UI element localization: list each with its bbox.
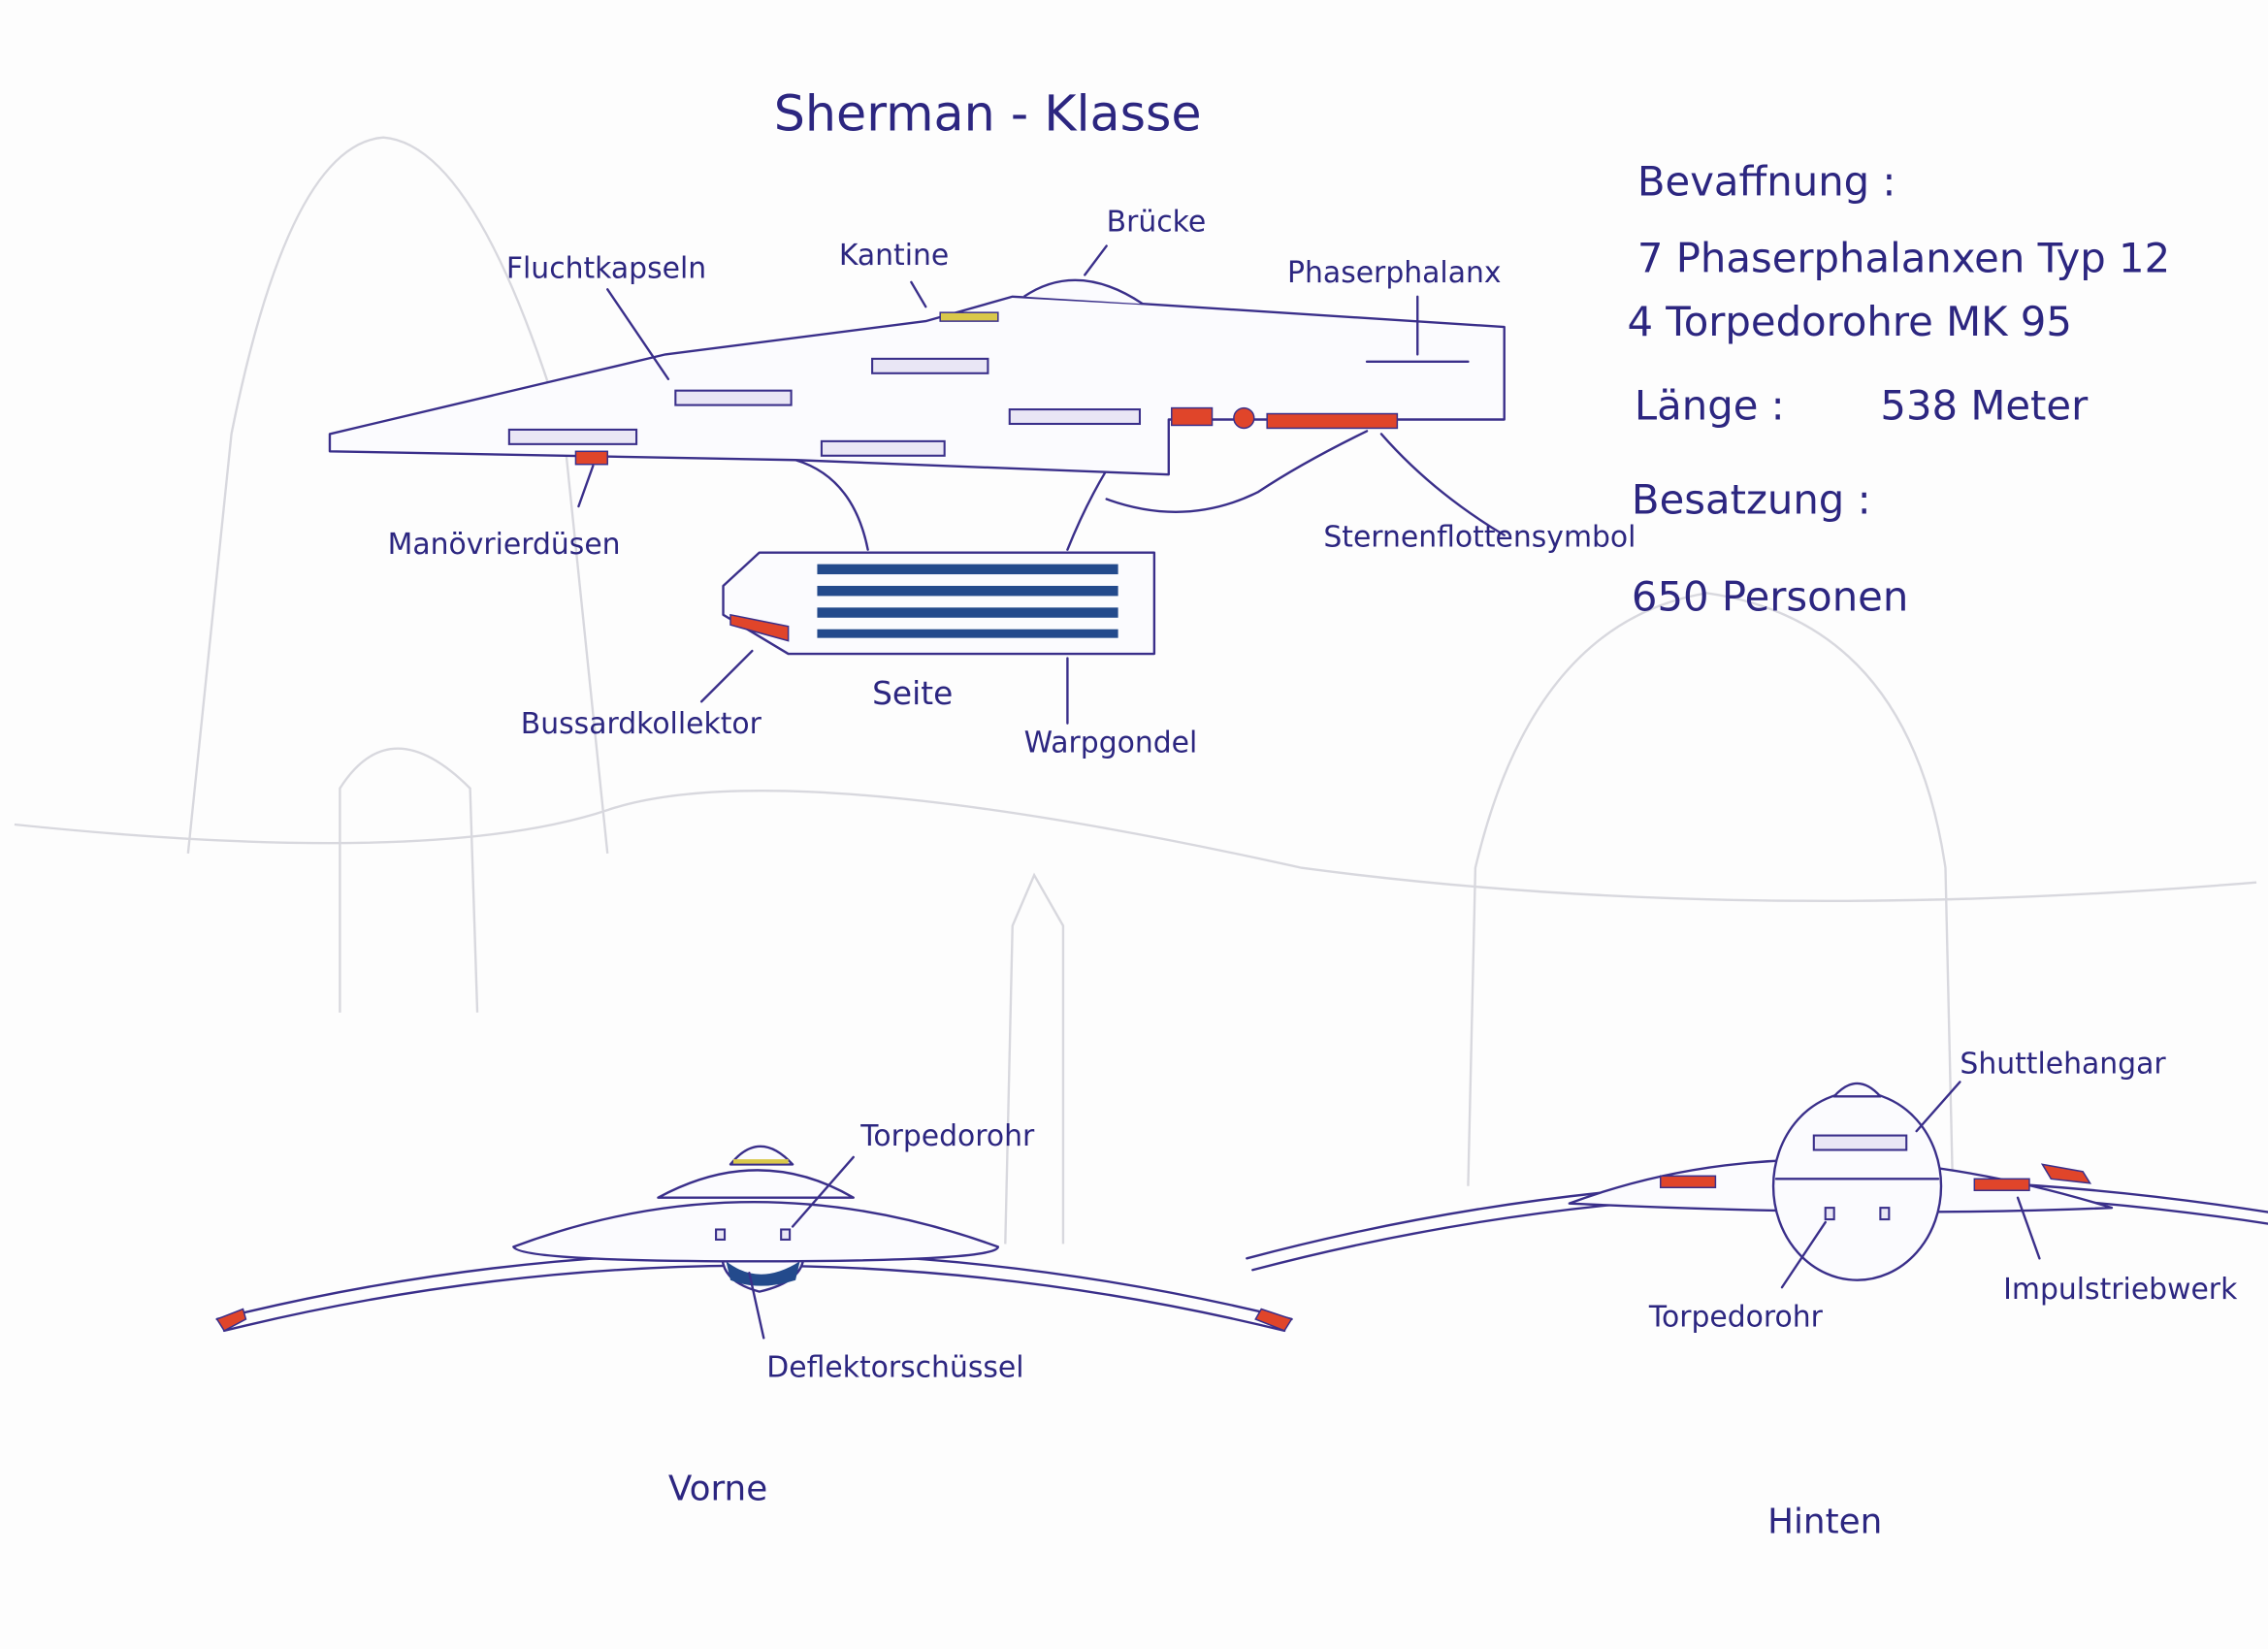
shuttlebay-door <box>1812 1134 1908 1151</box>
rear-view: Shuttlehangar Torpedorohr Impulstriebwer… <box>1246 1047 2268 1542</box>
nacelle-stripe <box>817 585 1118 597</box>
front-upper-hull <box>657 1169 855 1199</box>
armament-heading: Bevaffnung : <box>1637 157 1896 205</box>
diagram-title: Sherman - Klasse <box>774 84 1202 142</box>
label-thrusters: Manövrierdüsen <box>388 528 621 562</box>
side-view: Fluchtkapseln Kantine Brücke Phaserphala… <box>328 206 1636 760</box>
warp-nacelle <box>722 551 1156 656</box>
escape-pod-row <box>507 428 638 445</box>
escape-pod-row <box>871 357 989 374</box>
nacelle-stripe <box>817 607 1118 618</box>
label-escape-pods: Fluchtkapseln <box>506 251 706 285</box>
label-front-torpedo: Torpedorohr <box>859 1119 1035 1153</box>
escape-pod-row <box>1008 408 1142 426</box>
nacelle-stripe <box>817 629 1118 638</box>
front-saucer <box>512 1201 1000 1263</box>
escape-pod-row <box>820 439 946 457</box>
nacelle-stripe <box>817 564 1118 575</box>
rear-torpedo-tube <box>1879 1207 1891 1221</box>
label-shuttlebay: Shuttlehangar <box>1960 1047 2166 1081</box>
label-phaser: Phaserphalanx <box>1287 256 1501 290</box>
specs-block: Bevaffnung : 7 Phaserphalanxen Typ 12 4 … <box>1627 157 2170 620</box>
bridge-dome <box>1023 278 1144 306</box>
armament-torpedoes: 4 Torpedorohre MK 95 <box>1627 298 2071 345</box>
red-marking <box>1171 406 1214 427</box>
torpedo-tube <box>780 1228 792 1241</box>
starfleet-symbol-icon <box>1233 406 1255 430</box>
pylon-rear <box>1105 430 1369 513</box>
label-bussard: Bussardkollektor <box>521 707 762 741</box>
caption-front: Vorne <box>668 1469 767 1508</box>
red-stripe <box>1266 412 1399 430</box>
label-warp-nacelle: Warpgondel <box>1024 726 1198 760</box>
label-canteen: Kantine <box>839 239 949 273</box>
front-view: Torpedorohr Deflektorschüssel Vorne <box>215 1119 1293 1508</box>
crew-value: 650 Personen <box>1632 572 1908 620</box>
label-rear-torpedo: Torpedorohr <box>1648 1300 1824 1334</box>
bussard-collector <box>729 613 790 642</box>
length-value: 538 Meter <box>1880 381 2089 429</box>
canteen-window <box>939 311 999 322</box>
label-impulse: Impulstriebwerk <box>2003 1273 2238 1307</box>
crew-heading: Besatzung : <box>1632 475 1871 523</box>
caption-side: Seite <box>872 675 953 712</box>
label-deflector: Deflektorschüssel <box>766 1351 1023 1385</box>
nacelle-pylon <box>794 459 1108 551</box>
background-bleed-through <box>14 136 2257 1245</box>
rear-secondary-hull <box>1771 1090 1943 1281</box>
escape-pod-row <box>674 389 793 406</box>
rear-bridge <box>1832 1082 1882 1098</box>
caption-rear: Hinten <box>1767 1503 1882 1542</box>
label-bridge: Brücke <box>1107 206 1207 240</box>
armament-phasers: 7 Phaserphalanxen Typ 12 <box>1637 234 2170 281</box>
length-label: Länge : <box>1635 381 1785 429</box>
label-starfleet-symbol: Sternenflottensymbol <box>1323 521 1636 555</box>
impulse-engine <box>1973 1178 2030 1191</box>
deflector-dish <box>726 1261 800 1286</box>
thruster-mark <box>574 450 608 466</box>
